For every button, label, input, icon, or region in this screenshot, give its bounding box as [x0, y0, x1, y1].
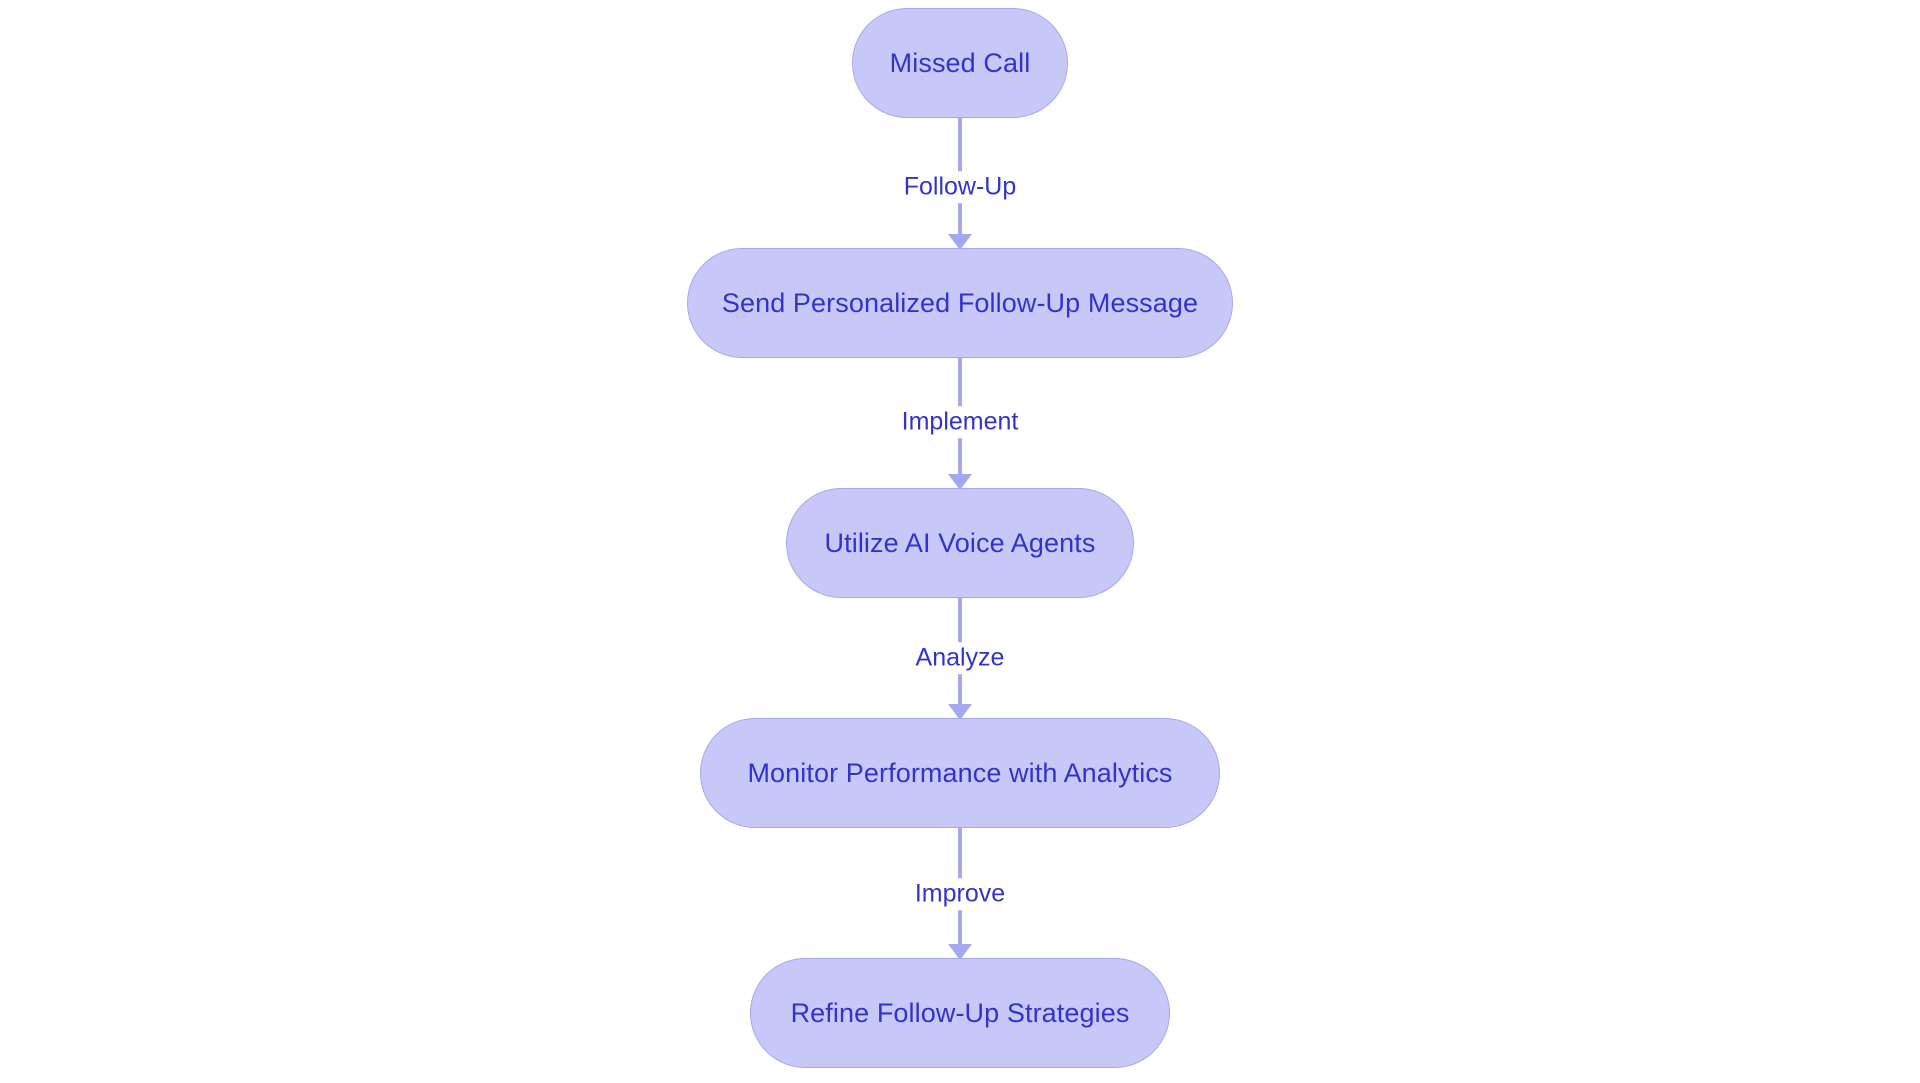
flowchart-node-monitor-analytics[interactable]: Monitor Performance with Analytics: [700, 718, 1220, 828]
flowchart-node-missed-call[interactable]: Missed Call: [852, 8, 1068, 118]
flowchart-node-ai-voice-agents[interactable]: Utilize AI Voice Agents: [786, 488, 1134, 598]
node-label: Refine Follow-Up Strategies: [790, 997, 1130, 1028]
node-label: Monitor Performance with Analytics: [747, 757, 1173, 788]
edge-label-implement: Implement: [895, 406, 1025, 438]
flowchart-node-refine-strategies[interactable]: Refine Follow-Up Strategies: [750, 958, 1170, 1068]
edge-label-improve: Improve: [908, 878, 1012, 910]
node-label: Missed Call: [889, 47, 1031, 78]
flowchart-node-send-message[interactable]: Send Personalized Follow-Up Message: [687, 248, 1233, 358]
edge-label-analyze: Analyze: [909, 642, 1011, 674]
node-label: Utilize AI Voice Agents: [824, 527, 1096, 558]
edge-label-follow-up: Follow-Up: [897, 171, 1023, 203]
node-label: Send Personalized Follow-Up Message: [721, 287, 1199, 318]
